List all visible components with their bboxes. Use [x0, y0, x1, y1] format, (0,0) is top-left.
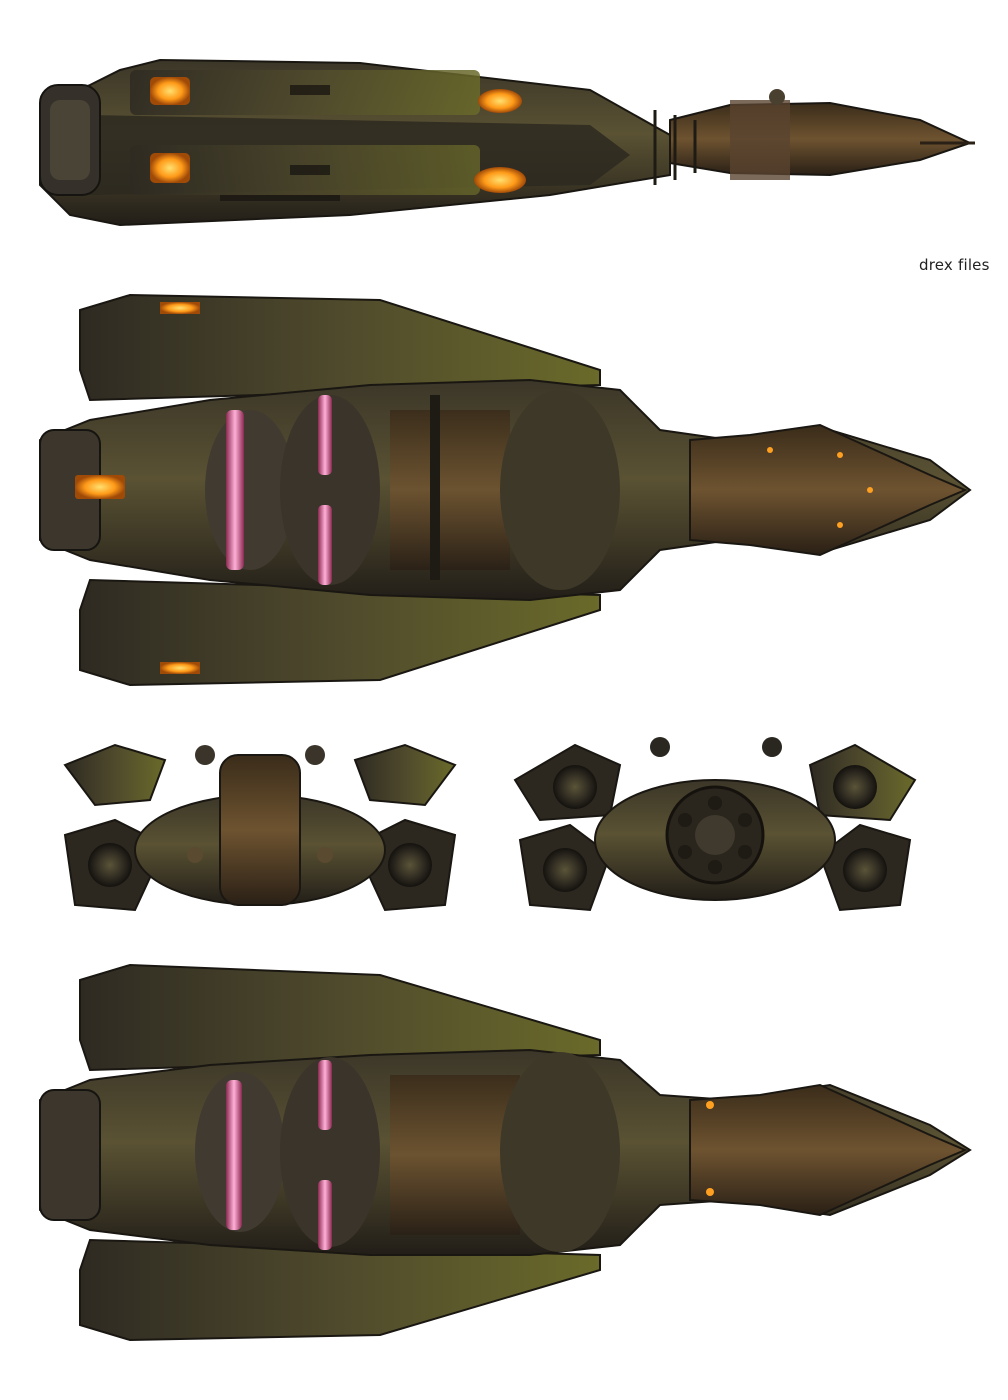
- ship-bottom-view: [30, 960, 980, 1350]
- ship-top-view: [30, 290, 980, 690]
- credit-label: drex files: [919, 256, 990, 274]
- ship-front-view: [55, 725, 465, 920]
- ship-rear-view: [510, 725, 920, 920]
- ship-side-view: [30, 45, 980, 235]
